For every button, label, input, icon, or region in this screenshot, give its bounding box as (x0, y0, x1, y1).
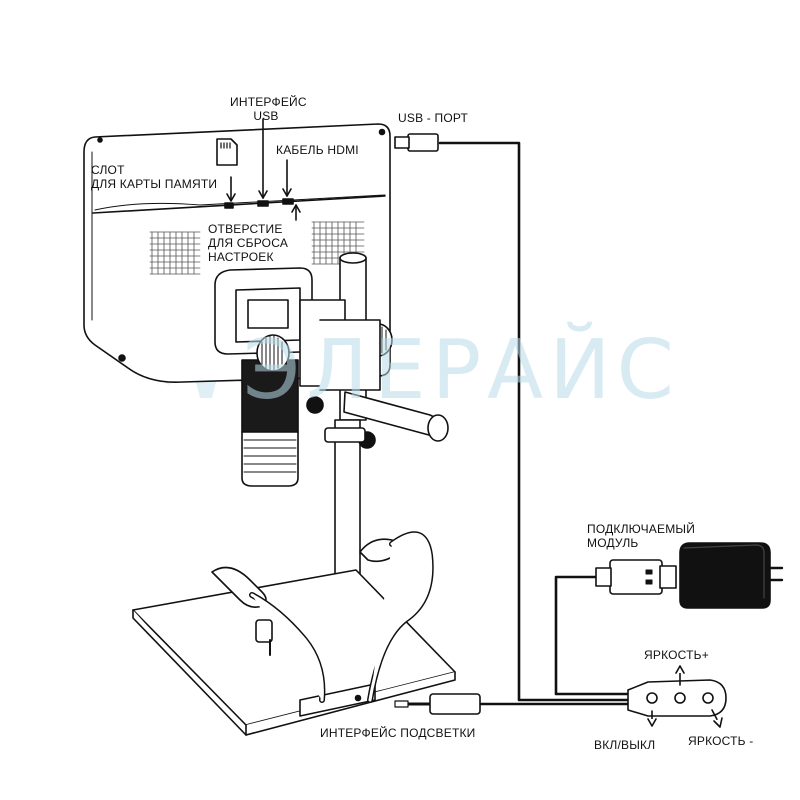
memory-slot-label-line2: ДЛЯ КАРТЫ ПАМЯТИ (91, 177, 218, 191)
reset-hole-label-line2: ДЛЯ СБРОСА (208, 236, 289, 250)
label-arrows (226, 118, 301, 221)
power-adapter (679, 542, 784, 609)
gooseneck-lamp-right (359, 531, 434, 703)
watermark-text: ЭЛЕРАЙС (243, 323, 680, 418)
plug-module-label: ПОДКЛЮЧАЕМЫЙ МОДУЛЬ (587, 522, 695, 550)
plug-module-label-line2: МОДУЛЬ (587, 536, 639, 550)
cables (394, 133, 677, 715)
memory-card-icon (216, 138, 238, 166)
gooseneck-lamp-left (211, 566, 326, 703)
hdmi-cable-label: КАБЕЛЬ HDMI (276, 143, 359, 157)
vent-grid-right (311, 221, 365, 265)
reset-hole-label-line1: ОТВЕРСТИЕ (208, 222, 283, 236)
brightness-minus-label: ЯРКОСТЬ - (688, 734, 754, 748)
usb-interface-label-line2: USB (253, 109, 279, 123)
light-control-box (627, 665, 727, 728)
usb-interface-label-line1: ИНТЕРФЕЙС (230, 95, 307, 109)
power-toggle-label: ВКЛ/ВЫКЛ (594, 738, 656, 752)
usb-interface-label: ИНТЕРФЕЙС USB (230, 95, 307, 123)
plug-module-label-line1: ПОДКЛЮЧАЕМЫЙ (587, 522, 696, 536)
light-interface-label: ИНТЕРФЕЙС ПОДСВЕТКИ (320, 726, 476, 740)
reset-hole-label: ОТВЕРСТИЕ ДЛЯ СБРОСА НАСТРОЕК (208, 222, 288, 264)
memory-slot-label: СЛОТ ДЛЯ КАРТЫ ПАМЯТИ (91, 163, 217, 191)
vent-grid-left (149, 231, 201, 275)
reset-hole-label-line3: НАСТРОЕК (208, 250, 274, 264)
brightness-plus-label: ЯРКОСТЬ+ (644, 648, 709, 662)
usb-port-label: USB - ПОРТ (398, 111, 469, 125)
memory-slot-label-line1: СЛОТ (91, 163, 125, 177)
